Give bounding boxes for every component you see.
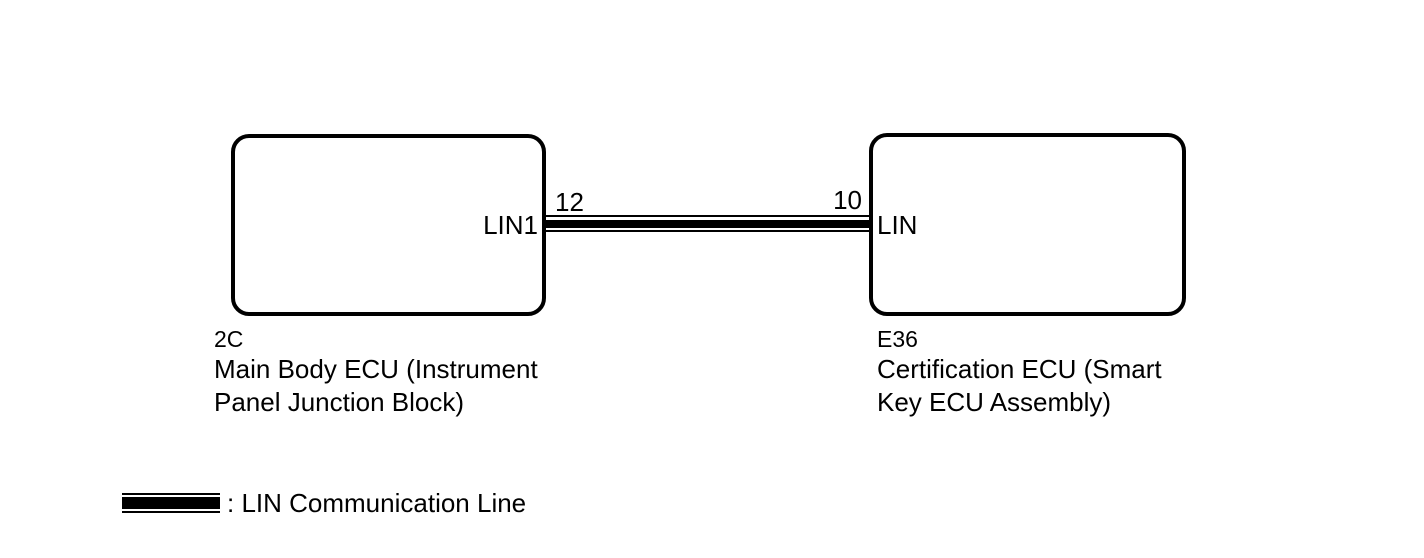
node-caption-e36: E36 Certification ECU (Smart Key ECU Ass… <box>877 326 1162 419</box>
node-name-2c-line1: Main Body ECU (Instrument <box>214 354 538 384</box>
node-id-e36: E36 <box>877 326 918 352</box>
port-label-lin1: LIN1 <box>483 210 538 240</box>
pin-label-10: 10 <box>833 185 862 215</box>
legend-swatch-lin-line <box>122 493 220 513</box>
node-id-2c: 2C <box>214 326 244 352</box>
node-name-e36-line2: Key ECU Assembly) <box>877 387 1112 417</box>
node-box-e36 <box>869 133 1186 316</box>
node-caption-2c: 2C Main Body ECU (Instrument Panel Junct… <box>214 326 538 419</box>
lin-communication-line <box>546 215 869 232</box>
node-name-2c-line2: Panel Junction Block) <box>214 387 465 417</box>
node-box-2c <box>231 134 546 316</box>
pin-label-12: 12 <box>555 187 584 217</box>
legend-label: : LIN Communication Line <box>227 488 527 518</box>
port-label-lin: LIN <box>877 210 918 240</box>
node-name-e36-line1: Certification ECU (Smart <box>877 354 1162 384</box>
